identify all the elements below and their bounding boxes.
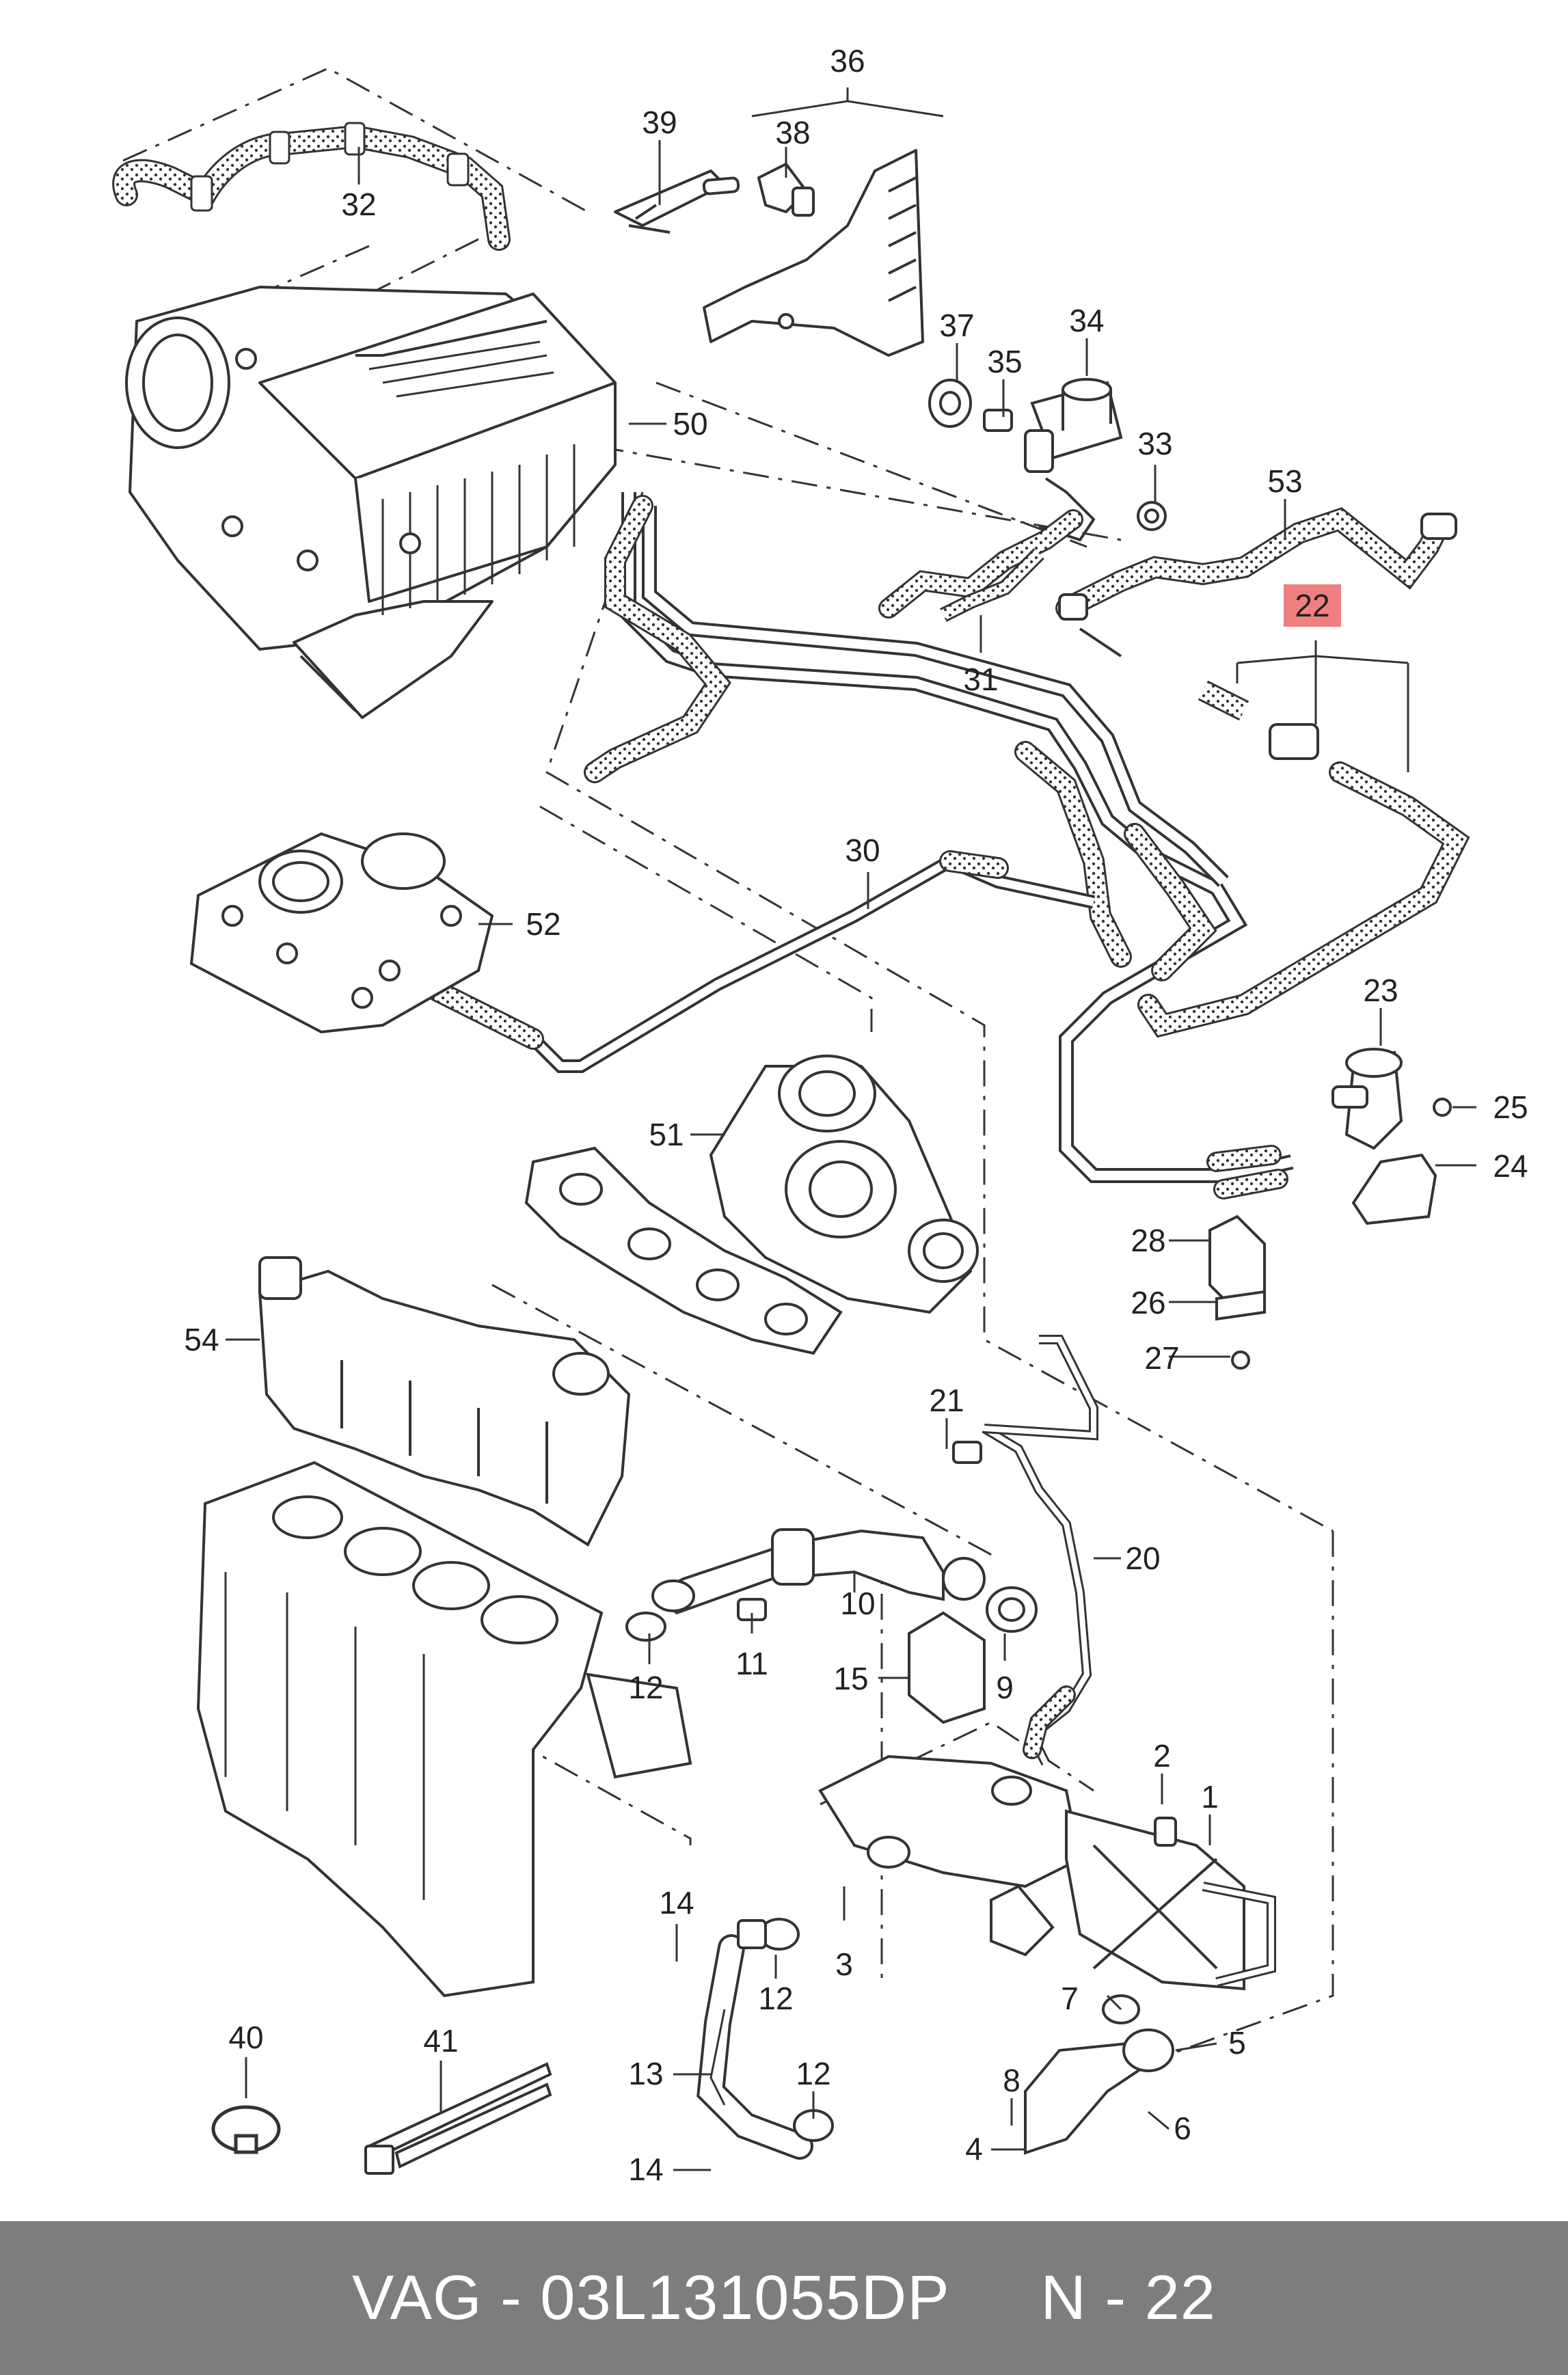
callout-15[interactable]: 15 (833, 1661, 868, 1696)
callout-12b[interactable]: 12 (758, 1981, 793, 2016)
pipe-20 (952, 1335, 1098, 1766)
engine-block (196, 1461, 692, 1998)
footer-gap (950, 2262, 1041, 2334)
callout-6[interactable]: 6 (1174, 2111, 1191, 2146)
hose-53 (1055, 507, 1457, 621)
callout-4[interactable]: 4 (965, 2131, 983, 2167)
callout-10[interactable]: 10 (840, 1586, 875, 1621)
intake-manifold-54 (258, 1256, 631, 1547)
callout-51[interactable]: 51 (649, 1117, 684, 1152)
callout-33[interactable]: 33 (1137, 426, 1172, 461)
callout-5[interactable]: 5 (1228, 2025, 1246, 2061)
callout-54[interactable]: 54 (184, 1322, 219, 1357)
callout-30[interactable]: 30 (845, 832, 880, 868)
callout-8[interactable]: 8 (1003, 2063, 1020, 2098)
callout-28[interactable]: 28 (1131, 1223, 1165, 1258)
bracket-group-36-38-39 (614, 149, 924, 357)
callout-50[interactable]: 50 (673, 406, 707, 442)
clamp-40 (211, 2105, 281, 2154)
callout-38[interactable]: 38 (775, 115, 810, 150)
callout-23[interactable]: 23 (1363, 973, 1398, 1008)
pipe-30 (427, 850, 1096, 1073)
callout-1[interactable]: 1 (1201, 1779, 1219, 1815)
footer-part-number: 03L131055DP (540, 2263, 950, 2333)
egr-cooler-group (818, 1754, 1276, 2155)
cable-tie-41 (364, 2062, 552, 2175)
callout-31[interactable]: 31 (963, 662, 998, 697)
callout-12c[interactable]: 12 (796, 2056, 830, 2091)
callout-7[interactable]: 7 (1061, 1981, 1079, 2016)
callout-25[interactable]: 25 (1493, 1089, 1528, 1125)
callout-39[interactable]: 39 (642, 105, 677, 140)
callout-11[interactable]: 11 (735, 1646, 768, 1681)
callout-53[interactable]: 53 (1267, 463, 1302, 499)
footer-position-label: N (1040, 2263, 1087, 2333)
callout-12a[interactable]: 12 (628, 1670, 663, 1705)
footer-brand: VAG (352, 2263, 483, 2333)
callout-36[interactable]: 36 (830, 43, 865, 79)
callout-14b[interactable]: 14 (628, 2152, 663, 2187)
valve-group-33-37 (928, 378, 1167, 542)
callout-labels: 36 39 38 32 37 34 35 50 33 53 22 31 30 5… (184, 43, 1528, 2187)
callout-26[interactable]: 26 (1131, 1285, 1165, 1320)
callout-14a[interactable]: 14 (659, 1885, 694, 1921)
turbocharger-51 (524, 1055, 979, 1355)
callout-34[interactable]: 34 (1069, 303, 1104, 338)
callout-52[interactable]: 52 (526, 906, 560, 942)
callout-21[interactable]: 21 (929, 1383, 964, 1418)
egr-pipe-10 (625, 1528, 1038, 1724)
cylinder-head-cover-52 (189, 832, 494, 1034)
footer-position-number: 22 (1144, 2263, 1216, 2333)
callout-37[interactable]: 37 (939, 308, 974, 343)
pipe-13 (697, 1918, 834, 2160)
hose-31 (878, 509, 1083, 622)
callout-35[interactable]: 35 (987, 344, 1022, 379)
callout-3[interactable]: 3 (835, 1946, 853, 1982)
callout-41[interactable]: 41 (423, 2023, 458, 2059)
callout-27[interactable]: 27 (1144, 1340, 1179, 1376)
footer-separator: - (482, 2263, 541, 2333)
callout-9[interactable]: 9 (996, 1670, 1014, 1705)
footer-separator-2: - (1086, 2263, 1145, 2333)
hose-22 (1079, 627, 1470, 1038)
callout-2[interactable]: 2 (1153, 1738, 1171, 1774)
leader-lines (226, 87, 1476, 2171)
callout-22-highlight (1284, 584, 1341, 627)
callout-24[interactable]: 24 (1493, 1148, 1528, 1184)
hose-left-loop (584, 495, 1288, 1199)
air-filter-housing-50 (125, 286, 617, 719)
parts-diagram: 36 39 38 32 37 34 35 50 33 53 22 31 30 5… (112, 43, 1528, 2187)
callout-20[interactable]: 20 (1125, 1541, 1160, 1576)
part-number-footer: VAG - 03L131055DP N - 22 (0, 2221, 1568, 2375)
hose-32 (112, 122, 511, 251)
valve-group-23-28 (1208, 1048, 1452, 1370)
callout-22[interactable]: 22 (1295, 588, 1329, 623)
callout-13[interactable]: 13 (628, 2056, 663, 2091)
callout-40[interactable]: 40 (228, 2020, 263, 2055)
callout-32[interactable]: 32 (341, 187, 376, 222)
